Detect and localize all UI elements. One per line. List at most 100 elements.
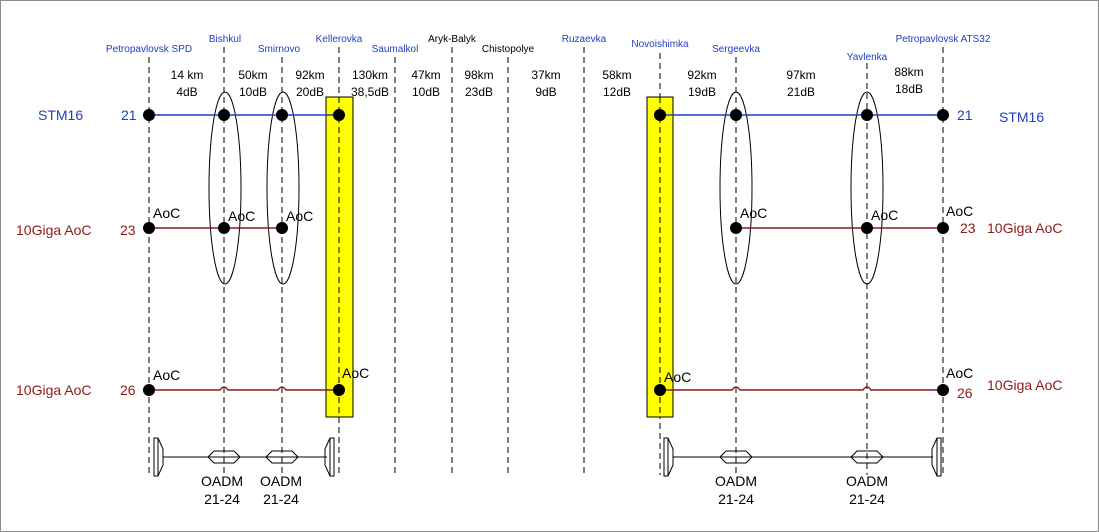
dot-giga23-smirnovo [276,222,288,234]
segment-loss: 38,5dB [351,85,389,99]
oadm-channels: 21-24 [204,491,240,507]
segment-distance: 92km [295,68,324,82]
channel-left-stm16: 21 [121,107,137,123]
aoc-label: AoC [342,365,369,381]
oadm-bus-left [153,437,335,477]
oadm-bus-right [663,437,942,477]
row-label-right-giga23: 10Giga AoC [987,220,1063,236]
dot-stm16-petropavlovsk-ats32 [937,109,949,121]
aoc-label: AoC [153,367,180,383]
segment-distance: 47km [411,68,440,82]
oadm-name: OADM [846,473,888,489]
node-label-smirnovo: Smirnovo [258,44,301,55]
dot-giga23-bishkul [218,222,230,234]
dot-stm16-novoishimka [654,109,666,121]
segment-distance: 14 km [171,68,204,82]
node-label-bishkul: Bishkul [209,34,241,45]
node-labels: Petropavlovsk SPD Bishkul Smirnovo Kelle… [106,34,991,63]
channel-left-giga26: 26 [120,382,136,398]
oadm-channels: 21-24 [263,491,299,507]
segment-loss: 21dB [787,85,815,99]
segment-distance: 130km [352,68,388,82]
dot-giga26-petropavlovsk-spd [143,384,155,396]
aoc-label: AoC [228,208,255,224]
ellipse-smirnovo [266,91,300,285]
row-label-left-giga23: 10Giga AoC [16,222,92,238]
dot-stm16-sergeevka [730,109,742,121]
channel-right-stm16: 21 [957,107,973,123]
segment-distance: 58km [602,68,631,82]
segment-loss: 19dB [688,85,716,99]
node-label-petropavlovsk-ats32: Petropavlovsk ATS32 [896,34,991,45]
segment-loss: 20dB [296,85,324,99]
oadm-name: OADM [260,473,302,489]
node-label-ruzaevka: Ruzaevka [562,34,607,45]
dot-giga23-petropavlovsk-ats32 [937,222,949,234]
dot-stm16-petropavlovsk-spd [143,109,155,121]
segment-distance: 88km [894,65,923,79]
ellipse-bishkul [208,91,242,285]
aoc-label: AoC [286,208,313,224]
oadm-channels: 21-24 [718,491,754,507]
connection-dots [143,109,949,396]
dot-giga23-petropavlovsk-spd [143,222,155,234]
row-labels: STM16 21 21 STM16 10Giga AoC 23 23 10Gig… [16,107,1063,401]
ellipses [208,91,884,285]
aoc-labels: AoC AoC AoC AoC AoC AoC AoC AoC AoC AoC [153,203,973,385]
segment-loss: 12dB [603,85,631,99]
giga26-line-left [149,386,339,391]
dot-giga26-novoishimka [654,384,666,396]
segment-labels: 14 km 4dB 50km 10dB 92km 20dB 130km 38,5… [171,65,924,99]
aoc-label: AoC [946,365,973,381]
aoc-label: AoC [153,205,180,221]
dot-stm16-kellerovka [333,109,345,121]
segment-distance: 98km [464,68,493,82]
node-label-yavlenka: Yavlenka [847,52,888,63]
node-label-chistopolye: Chistopolye [482,44,535,55]
channel-right-giga23: 23 [960,220,976,236]
node-label-novoishimka: Novoishimka [631,39,689,50]
segment-loss: 10dB [239,85,267,99]
aoc-label: AoC [740,205,767,221]
node-vertical-lines [148,47,944,475]
dot-stm16-smirnovo [276,109,288,121]
channel-left-giga23: 23 [120,222,136,238]
vlines-over-blocks [338,97,661,417]
aoc-label: AoC [664,369,691,385]
row-label-right-giga26: 10Giga AoC [987,377,1063,393]
node-label-aryk-balyk: Aryk-Balyk [428,34,477,45]
dot-giga23-sergeevka [730,222,742,234]
dot-giga23-yavlenka [861,222,873,234]
oadm-name: OADM [201,473,243,489]
row-lines [149,114,943,391]
row-label-left-giga26: 10Giga AoC [16,382,92,398]
aoc-label: AoC [946,203,973,219]
segment-loss: 4dB [176,85,197,99]
row-label-right-stm16: STM16 [999,109,1044,125]
node-label-sergeevka: Sergeevka [712,44,760,55]
segment-loss: 9dB [535,85,556,99]
segment-loss: 10dB [412,85,440,99]
segment-loss: 23dB [465,85,493,99]
segment-distance: 92km [687,68,716,82]
aoc-label: AoC [871,207,898,223]
dot-stm16-yavlenka [861,109,873,121]
channel-right-giga26: 26 [957,385,973,401]
node-label-saumalkol: Saumalkol [372,44,419,55]
oadm-labels: OADM 21-24 OADM 21-24 OADM 21-24 OADM 21… [201,473,888,507]
row-label-left-stm16: STM16 [38,107,83,123]
segment-distance: 37km [531,68,560,82]
dot-giga26-kellerovka [333,384,345,396]
oadm-channels: 21-24 [849,491,885,507]
node-label-kellerovka: Kellerovka [316,34,363,45]
giga26-line-right [660,386,943,391]
oadm-name: OADM [715,473,757,489]
segment-distance: 97km [786,68,815,82]
segment-distance: 50km [238,68,267,82]
dot-giga26-petropavlovsk-ats32 [937,384,949,396]
dot-stm16-bishkul [218,109,230,121]
segment-loss: 18dB [895,82,923,96]
node-label-petropavlovsk-spd: Petropavlovsk SPD [106,44,192,55]
